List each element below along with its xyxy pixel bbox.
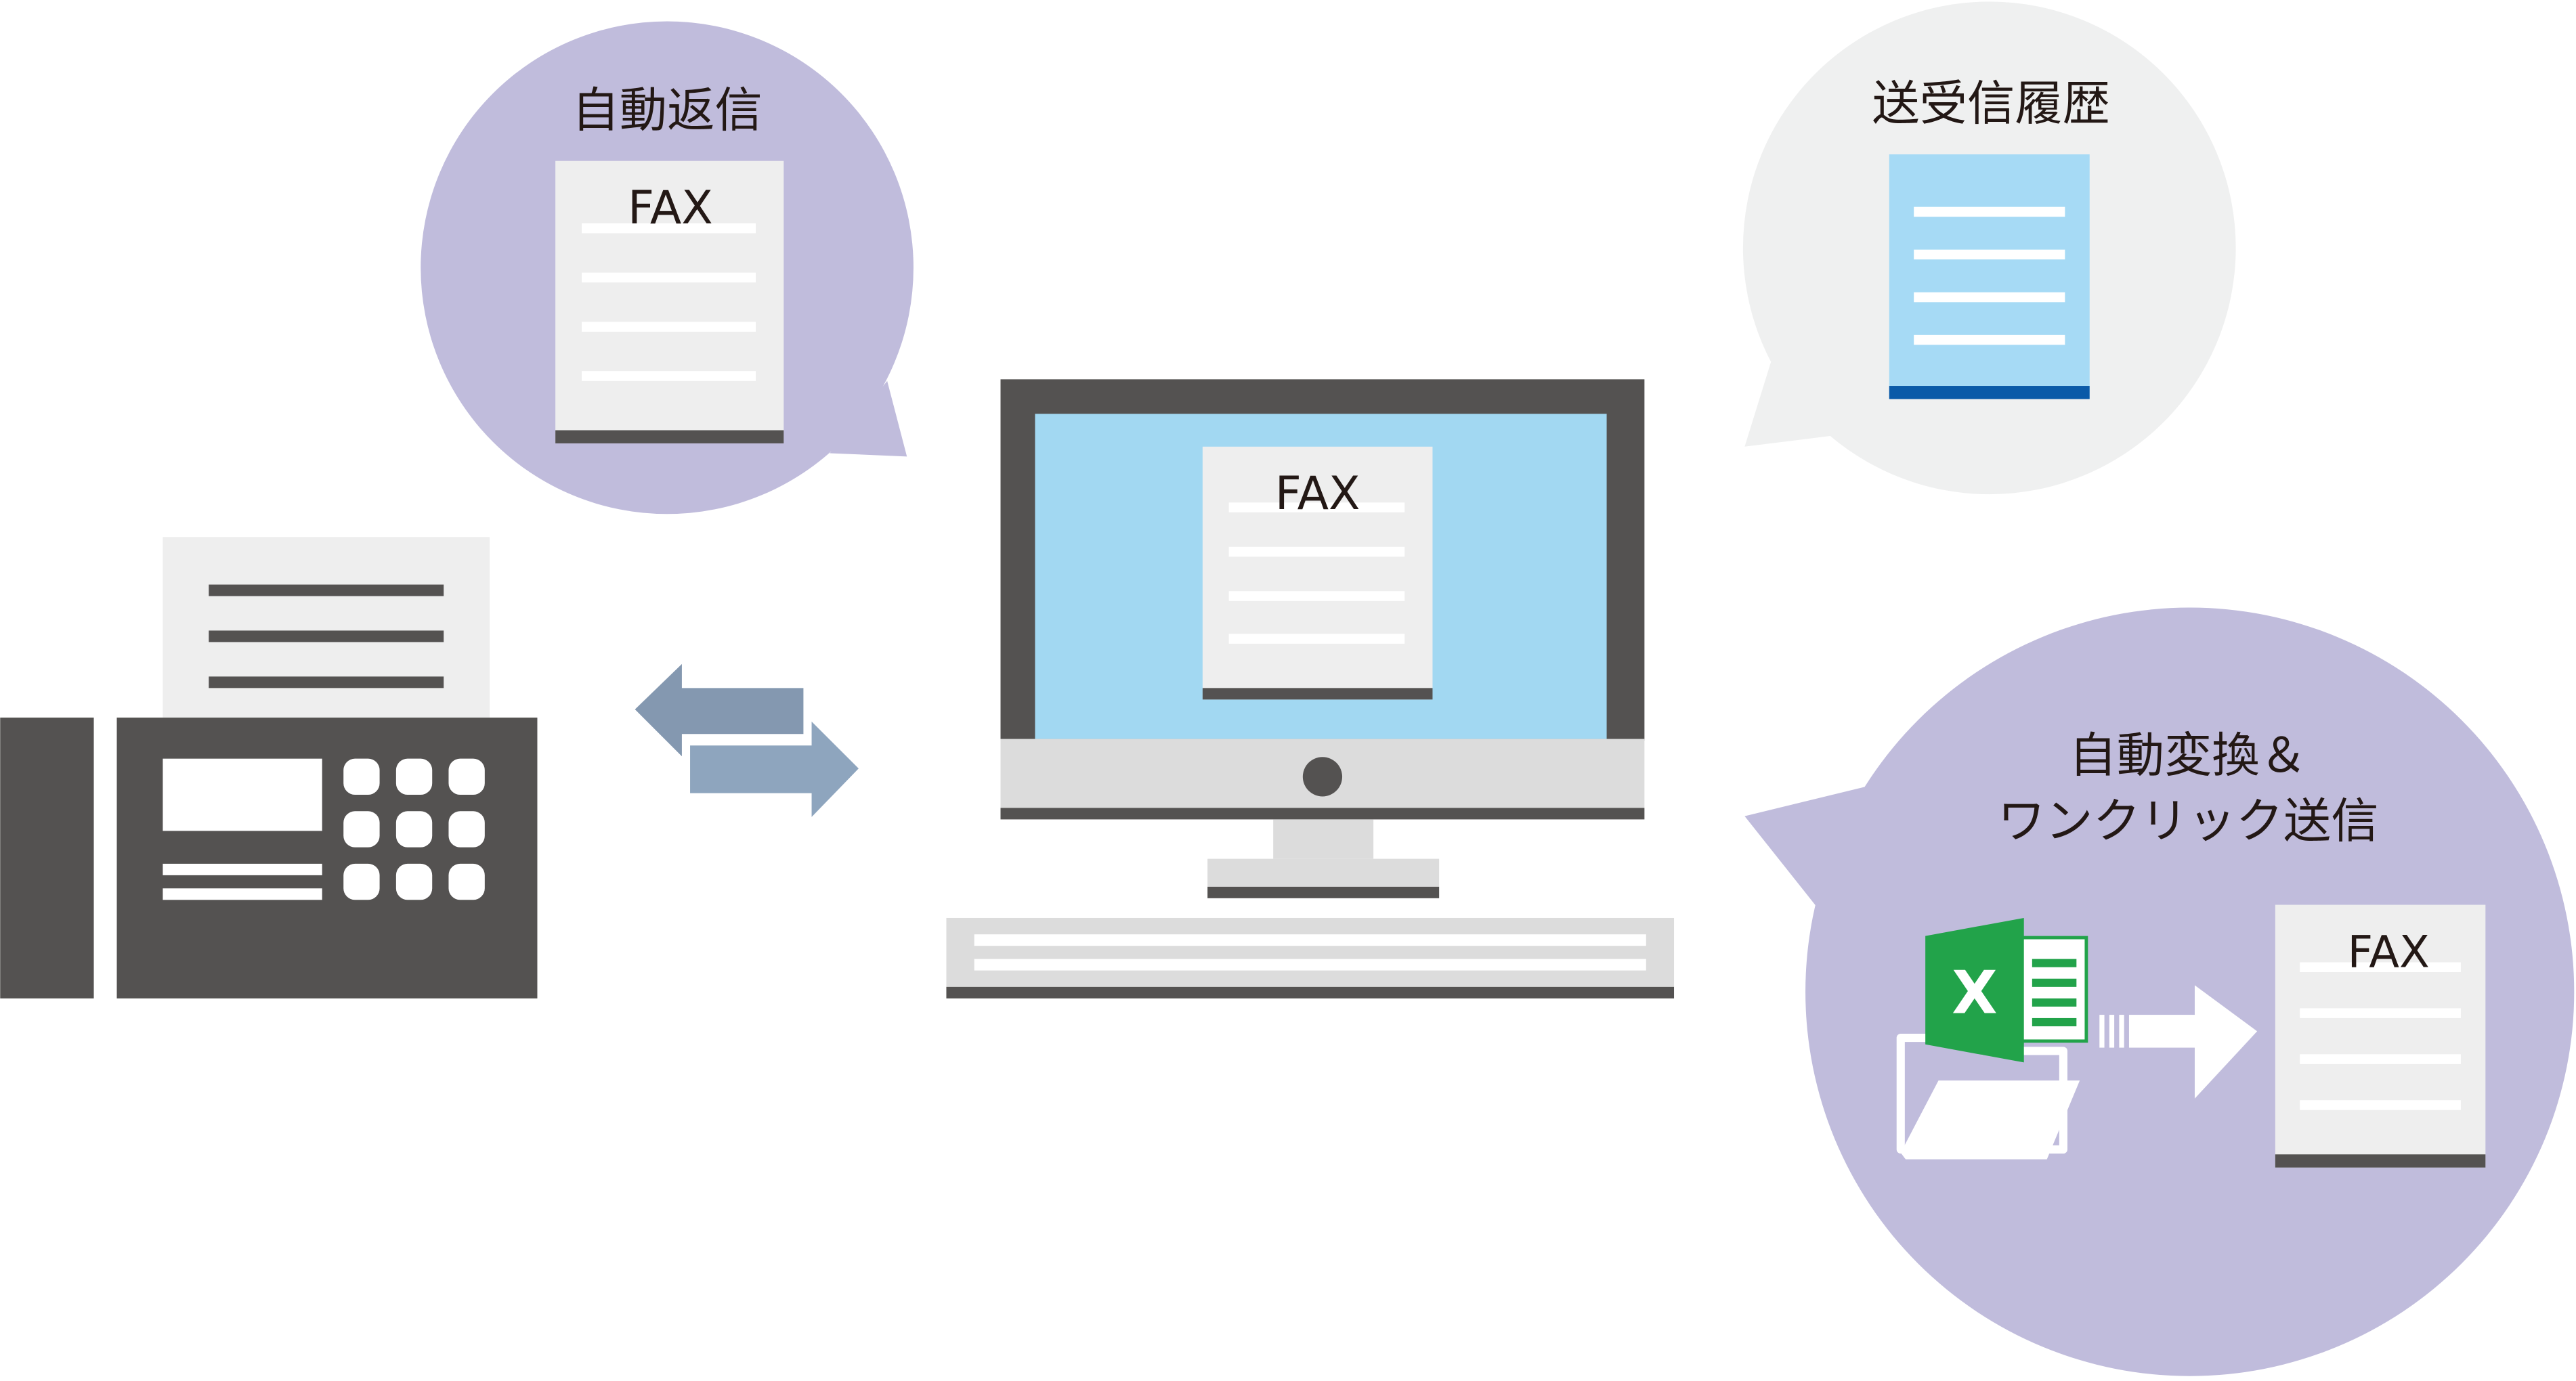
- screen-doc-label: FAX: [1275, 467, 1360, 521]
- auto-reply-bubble: 自動返信 FAX: [421, 21, 914, 514]
- excel-icon: X: [1925, 917, 2088, 1063]
- converted-doc-label: FAX: [2348, 927, 2430, 978]
- history-bubble-tail: [1744, 351, 1837, 447]
- convert-bubble-circle: [1805, 607, 2575, 1376]
- arrow-left: [630, 656, 807, 764]
- converted-document-icon: FAX: [2275, 904, 2486, 1168]
- excel-icon-letter: X: [1952, 959, 1997, 1028]
- fax-paper: [163, 537, 490, 723]
- auto-reply-doc-label: FAX: [628, 181, 713, 235]
- history-title: 送受信履歴: [1872, 76, 2110, 131]
- convert-bubble-tail: [1744, 785, 1873, 920]
- monitor-neck: [1273, 819, 1374, 859]
- fax-machine-icon: [0, 537, 538, 999]
- monitor-logo: [1302, 757, 1343, 797]
- auto-reply-title: 自動返信: [572, 83, 762, 138]
- fax-keypad: [343, 758, 485, 900]
- screen-document-icon: FAX: [1202, 446, 1433, 700]
- auto-reply-bubble-tail: [830, 380, 907, 457]
- fax-handset: [0, 718, 94, 999]
- history-document-icon: [1889, 154, 2090, 399]
- convert-bubble: 自動変換＆ ワンクリック送信 X: [1744, 607, 2575, 1376]
- monitor-stand: [1207, 858, 1440, 887]
- keyboard-icon: [946, 917, 1675, 999]
- convert-arrow-icon: [2099, 985, 2258, 1099]
- exchange-arrows-icon: [630, 656, 863, 825]
- desktop-computer-icon: FAX: [1000, 379, 1645, 898]
- auto-reply-document-icon: FAX: [555, 160, 784, 443]
- history-bubble: 送受信履歴: [1742, 1, 2236, 495]
- convert-title-line1: 自動変換＆: [2069, 728, 2307, 783]
- fax-display: [163, 758, 322, 831]
- convert-title-line2: ワンクリック送信: [1998, 793, 2379, 849]
- arrow-right: [687, 714, 863, 825]
